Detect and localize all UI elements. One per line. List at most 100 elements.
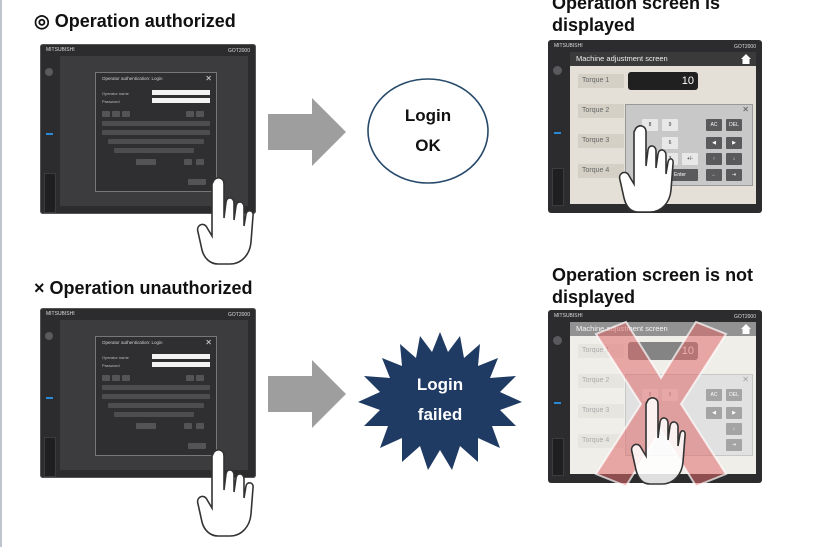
mitsubishi-logo: MITSUBISHI	[46, 311, 75, 317]
key-8[interactable]: 8	[642, 119, 658, 131]
screen-title: Machine adjustment screen	[576, 54, 668, 63]
number-key-row[interactable]	[102, 121, 210, 126]
login-dialog-title: Operator authentication: Login	[102, 76, 163, 81]
number-key-row[interactable]	[102, 385, 210, 390]
brand-label: GOT2000	[734, 314, 756, 320]
letter-key-row-3[interactable]	[114, 412, 194, 417]
letter-key-row-2[interactable]	[108, 403, 204, 408]
indicator-led	[46, 133, 53, 135]
tab-key: ⇥	[726, 439, 742, 451]
hmi-bezel	[40, 58, 58, 214]
label-operation-unauthorized: × Operation unauthorized	[34, 278, 253, 298]
keypad-key[interactable]	[112, 111, 120, 117]
plus-minus-key[interactable]: +/-	[682, 153, 698, 165]
keypad-key[interactable]	[122, 375, 130, 381]
del-key[interactable]	[196, 111, 204, 117]
pointing-hand-icon	[630, 397, 686, 485]
login-dialog: Operator authentication: Login ✕ Operato…	[95, 72, 217, 192]
brand-label: GOT2000	[228, 312, 250, 318]
power-knob-icon	[553, 336, 562, 345]
space-key[interactable]	[136, 159, 156, 165]
torque-4-label: Torque 4	[578, 164, 624, 178]
password-field[interactable]	[152, 98, 210, 103]
label-screen-not-displayed: Operation screen is not displayed	[552, 265, 754, 307]
login-failed-line-2: failed	[417, 405, 463, 424]
torque-1-label: Torque 1	[578, 74, 624, 88]
backspace-key[interactable]: ←	[706, 169, 722, 181]
del-key[interactable]	[196, 375, 204, 381]
indicator-led	[554, 402, 561, 404]
torque-2-label: Torque 2	[578, 374, 624, 388]
indicator-led	[554, 132, 561, 134]
mitsubishi-logo: MITSUBISHI	[554, 313, 583, 319]
login-dialog-title: Operator authentication: Login	[102, 340, 163, 345]
label-screen-displayed: Operation screen is displayed	[552, 0, 721, 35]
login-ok-line-1: Login	[404, 106, 452, 125]
down-arrow-key[interactable]: ↓	[726, 153, 742, 165]
hmi-device-login-unauthorized: MITSUBISHI GOT2000 Operator authenticati…	[40, 308, 256, 478]
keypad-key[interactable]	[112, 375, 120, 381]
enter-key[interactable]	[188, 443, 206, 449]
operator-name-field[interactable]	[152, 354, 210, 359]
left-arrow-key[interactable]	[184, 159, 192, 165]
pointing-hand-icon	[196, 177, 254, 265]
space-key[interactable]	[136, 423, 156, 429]
ac-key: AC	[706, 389, 722, 401]
red-cross-icon	[594, 320, 728, 488]
home-icon	[741, 324, 751, 334]
enter-key[interactable]	[188, 179, 206, 185]
pointing-hand-icon	[196, 449, 254, 537]
keypad-key[interactable]	[102, 111, 110, 117]
card-slot	[44, 437, 56, 477]
password-label: Password	[102, 363, 120, 368]
right-arrow-key[interactable]	[196, 159, 204, 165]
letter-key-row-1[interactable]	[102, 130, 210, 135]
letter-key-row-2[interactable]	[108, 139, 204, 144]
torque-1-value[interactable]: 10	[628, 72, 698, 90]
letter-key-row-3[interactable]	[114, 148, 194, 153]
login-failed-text: Login failed	[356, 370, 524, 430]
torque-4-label: Torque 4	[578, 434, 624, 448]
mitsubishi-logo: MITSUBISHI	[554, 43, 583, 49]
close-icon[interactable]: ✕	[742, 105, 749, 114]
hmi-device-screen-displayed: MITSUBISHI GOT2000 Machine adjustment sc…	[548, 40, 762, 213]
operator-name-field[interactable]	[152, 90, 210, 95]
ac-key[interactable]	[186, 375, 194, 381]
password-field[interactable]	[152, 362, 210, 367]
key-6[interactable]: 6	[662, 137, 678, 149]
right-arrow-key[interactable]: ▶	[726, 137, 742, 149]
right-arrow-icon	[268, 360, 346, 428]
key-9[interactable]: 9	[662, 119, 678, 131]
power-knob-icon	[45, 332, 53, 340]
del-key[interactable]: DEL	[726, 119, 742, 131]
ac-key[interactable]	[186, 111, 194, 117]
keypad-key[interactable]	[122, 111, 130, 117]
keypad-key[interactable]	[102, 375, 110, 381]
left-arrow-key[interactable]	[184, 423, 192, 429]
mitsubishi-logo: MITSUBISHI	[46, 47, 75, 53]
login-ok-text: Login OK	[366, 101, 490, 161]
indicator-led	[46, 397, 53, 399]
hmi-bezel	[40, 322, 58, 478]
login-ok-bubble	[367, 78, 489, 184]
power-knob-icon	[553, 66, 562, 75]
ac-key[interactable]: AC	[706, 119, 722, 131]
down-arrow-key: ↓	[726, 423, 742, 435]
card-slot	[44, 173, 56, 213]
tab-key[interactable]: ⇥	[726, 169, 742, 181]
home-icon[interactable]	[740, 53, 752, 65]
right-arrow-key[interactable]	[196, 423, 204, 429]
del-key: DEL	[726, 389, 742, 401]
hmi-screen: Operator authentication: Login ✕ Operato…	[60, 320, 248, 470]
password-label: Password	[102, 99, 120, 104]
label-operation-authorized: ◎ Operation authorized	[34, 11, 236, 31]
pointing-hand-icon	[618, 125, 674, 213]
up-arrow-key[interactable]: ↑	[706, 153, 722, 165]
power-knob-icon	[45, 68, 53, 76]
close-icon[interactable]: ✕	[205, 74, 212, 83]
close-icon[interactable]: ✕	[205, 338, 212, 347]
right-arrow-key: ▶	[726, 407, 742, 419]
torque-3-label: Torque 3	[578, 404, 624, 418]
left-arrow-key[interactable]: ◀	[706, 137, 722, 149]
letter-key-row-1[interactable]	[102, 394, 210, 399]
